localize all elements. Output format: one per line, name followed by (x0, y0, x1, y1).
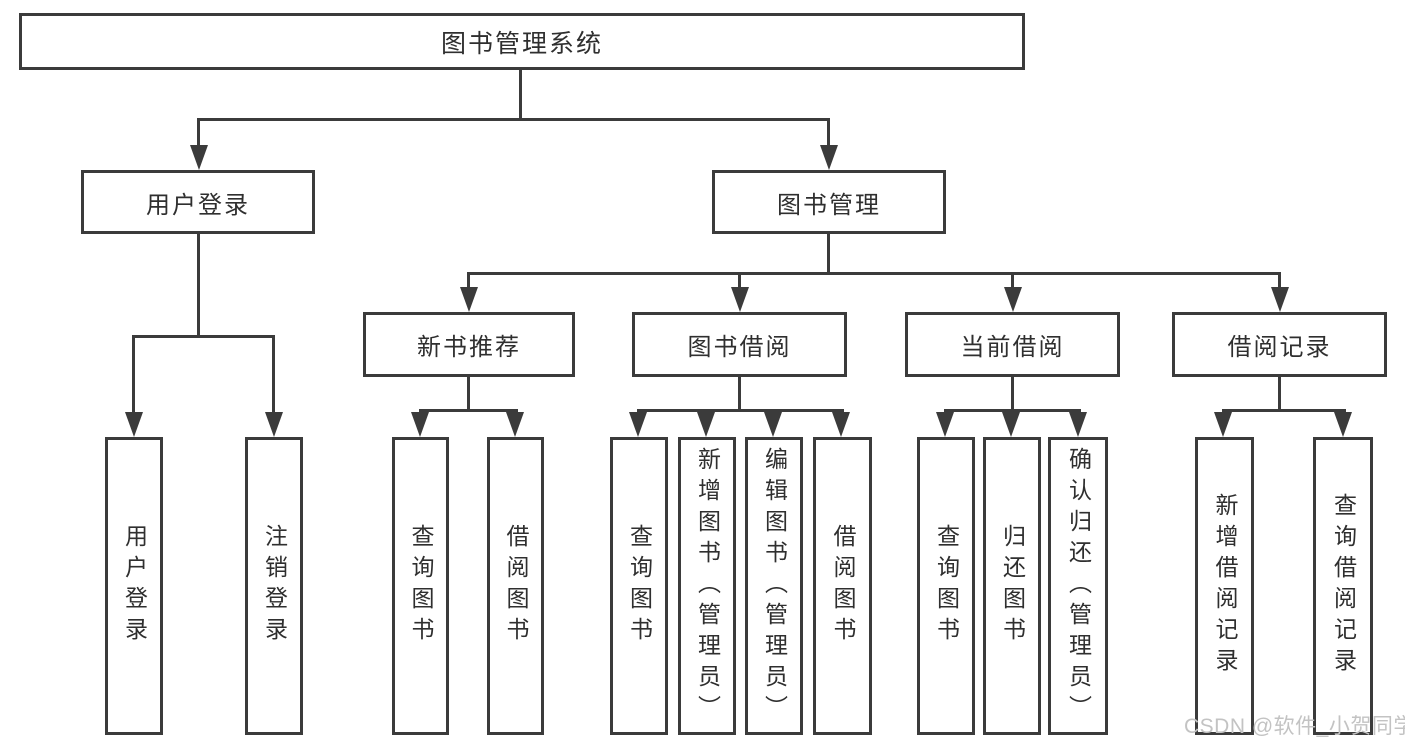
arrow-down-icon (936, 412, 954, 437)
node-label: 新书推荐 (417, 334, 521, 361)
connector-line (1278, 272, 1281, 290)
node-library-management-system: 图书管理系统 (19, 13, 1025, 70)
leaf-return-books: 归还图书 (983, 437, 1041, 735)
arrow-down-icon (506, 412, 524, 437)
arrow-down-icon (1069, 412, 1087, 437)
arrow-down-icon (697, 412, 715, 437)
connector-line (519, 69, 522, 118)
connector-line (1011, 377, 1014, 409)
node-label: 图书借阅 (687, 334, 792, 361)
node-book-borrowing: 图书借阅 (632, 312, 847, 377)
leaf-label: 新增图书（管理员） (694, 446, 721, 726)
node-label: 当前借阅 (960, 334, 1065, 361)
leaf-add-borrow-record: 新增借阅记录 (1195, 437, 1254, 735)
connector-line (272, 335, 275, 415)
node-new-book-recommend: 新书推荐 (363, 312, 575, 377)
leaf-query-borrow-record: 查询借阅记录 (1313, 437, 1373, 735)
node-borrowing-records: 借阅记录 (1172, 312, 1387, 377)
watermark-text: CSDN @软件_小贺同学 (1184, 715, 1405, 738)
leaf-borrow-books-borrowing: 借阅图书 (813, 437, 872, 735)
connector-line (197, 118, 200, 148)
leaf-label: 查询借阅记录 (1330, 493, 1357, 679)
arrow-down-icon (265, 412, 283, 437)
connector-line (132, 335, 135, 415)
leaf-label: 归还图书 (999, 524, 1026, 648)
arrow-down-icon (190, 145, 208, 170)
arrow-down-icon (1004, 287, 1022, 312)
arrow-down-icon (125, 412, 143, 437)
leaf-label: 借阅图书 (830, 524, 856, 648)
node-current-borrowing: 当前借阅 (905, 312, 1120, 377)
leaf-logout: 注销登录 (245, 437, 303, 735)
connector-line (197, 234, 200, 335)
leaf-add-books-admin: 新增图书（管理员） (678, 437, 736, 735)
connector-line (1222, 409, 1346, 412)
leaf-label: 查询图书 (626, 524, 653, 648)
connector-line (827, 234, 830, 272)
connector-line (827, 118, 830, 148)
leaf-query-books-current: 查询图书 (917, 437, 975, 735)
leaf-label: 借阅图书 (503, 524, 529, 648)
leaf-label: 确认归还（管理员） (1065, 446, 1092, 726)
leaf-label: 新增借阅记录 (1212, 493, 1238, 679)
leaf-query-books-recommend: 查询图书 (392, 437, 449, 735)
arrow-down-icon (1214, 412, 1232, 437)
connector-line (738, 272, 741, 290)
leaf-borrow-books-recommend: 借阅图书 (487, 437, 544, 735)
arrow-down-icon (731, 287, 749, 312)
leaf-user-login: 用户登录 (105, 437, 163, 735)
leaf-label: 用户登录 (121, 524, 148, 648)
connector-line (132, 335, 275, 338)
connector-line (197, 118, 830, 121)
connector-line (1011, 272, 1014, 290)
arrow-down-icon (764, 412, 782, 437)
arrow-down-icon (629, 412, 647, 437)
arrow-down-icon (411, 412, 429, 437)
node-book-management: 图书管理 (712, 170, 946, 234)
connector-line (944, 409, 1081, 412)
arrow-down-icon (460, 287, 478, 312)
arrow-down-icon (1334, 412, 1352, 437)
connector-line (637, 409, 844, 412)
leaf-label: 查询图书 (408, 524, 434, 648)
arrow-down-icon (1271, 287, 1289, 312)
leaf-confirm-return-admin: 确认归还（管理员） (1048, 437, 1108, 735)
connector-line (419, 409, 518, 412)
arrow-down-icon (832, 412, 850, 437)
arrow-down-icon (820, 145, 838, 170)
node-label: 用户登录 (146, 191, 250, 219)
arrow-down-icon (1002, 412, 1020, 437)
leaf-label: 查询图书 (933, 524, 960, 648)
node-label: 借阅记录 (1227, 334, 1332, 361)
connector-line (1278, 377, 1281, 409)
node-label: 图书管理 (777, 191, 881, 219)
leaf-label: 注销登录 (261, 524, 288, 648)
connector-line (467, 272, 1281, 275)
connector-line (467, 377, 470, 409)
node-user-login: 用户登录 (81, 170, 315, 234)
node-label: 图书管理系统 (440, 29, 603, 58)
connector-line (467, 272, 470, 290)
leaf-query-books-borrowing: 查询图书 (610, 437, 668, 735)
leaf-edit-books-admin: 编辑图书（管理员） (745, 437, 803, 735)
leaf-label: 编辑图书（管理员） (761, 446, 788, 726)
connector-line (738, 377, 741, 409)
